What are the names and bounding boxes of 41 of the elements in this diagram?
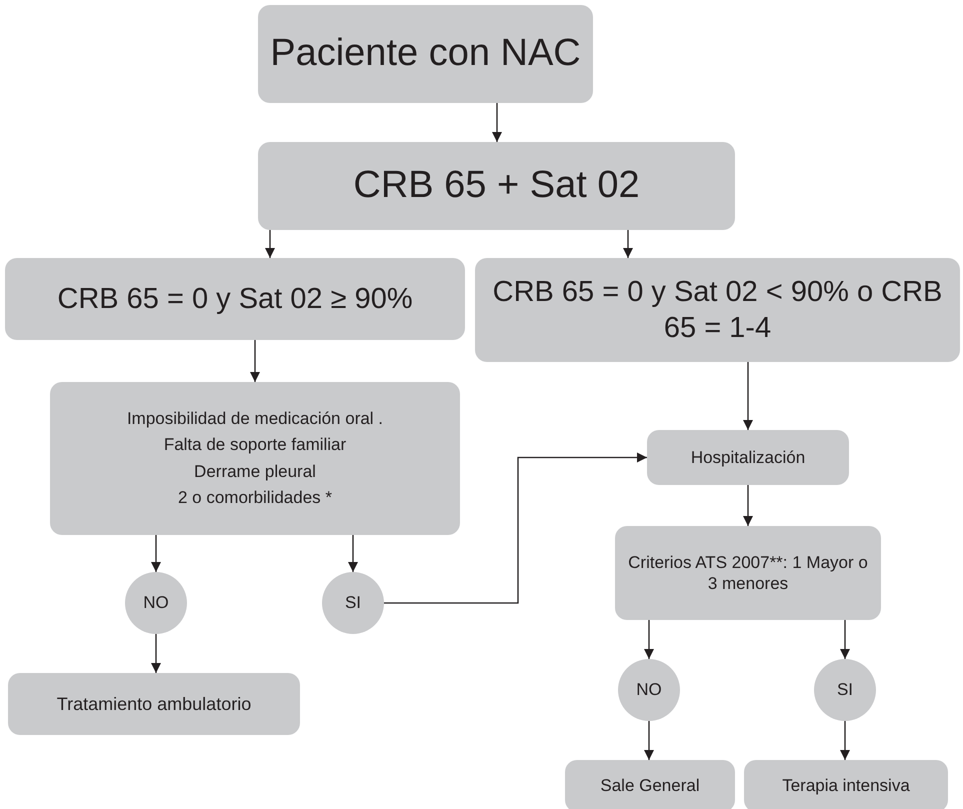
node-label: CRB 65 + Sat 02 xyxy=(353,163,640,208)
node-label: Sale General xyxy=(600,775,700,797)
arrow xyxy=(644,721,654,760)
process-box xyxy=(744,760,948,809)
node-label: Hospitalización xyxy=(690,446,806,468)
node-label: Derrame pleural xyxy=(194,460,316,482)
node-label: CRB 65 = 0 y Sat 02 ≥ 90% xyxy=(57,282,413,317)
process-box xyxy=(475,258,960,362)
node-label: Terapia intensiva xyxy=(782,775,910,797)
arrow xyxy=(265,230,275,258)
arrow xyxy=(743,362,753,430)
arrow xyxy=(348,535,358,572)
arrow xyxy=(743,485,753,526)
arrow xyxy=(384,452,647,604)
node-label: Falta de soporte familiar xyxy=(164,434,346,456)
process-box xyxy=(258,142,735,230)
arrow xyxy=(492,103,502,142)
process-box xyxy=(565,760,735,809)
arrow xyxy=(151,535,161,572)
node-label: NO xyxy=(143,592,169,614)
process-box xyxy=(5,258,465,340)
node-label: 2 o comorbilidades * xyxy=(178,486,332,509)
process-box xyxy=(647,430,849,485)
arrow xyxy=(623,230,633,258)
node-label: Paciente con NAC xyxy=(270,31,581,76)
node-label: Imposibilidad de medicación oral . xyxy=(126,408,384,430)
node-label: Tratamiento ambulatorio xyxy=(56,692,252,716)
process-box xyxy=(50,382,460,535)
process-box xyxy=(615,526,881,620)
node-label: NO xyxy=(636,679,662,701)
arrow xyxy=(250,340,260,382)
process-box xyxy=(8,673,300,735)
arrow xyxy=(840,721,850,760)
node-label: SI xyxy=(344,592,362,614)
node-label: CRB 65 = 0 y Sat 02 < 90% o CRB 65 = 1-4 xyxy=(492,274,944,346)
process-box xyxy=(258,5,593,103)
arrow xyxy=(151,634,161,673)
node-label: Criterios ATS 2007**: 1 Mayor o 3 menores xyxy=(628,552,868,594)
node-label: SI xyxy=(836,679,854,701)
arrow xyxy=(644,620,654,659)
arrow xyxy=(840,620,850,659)
